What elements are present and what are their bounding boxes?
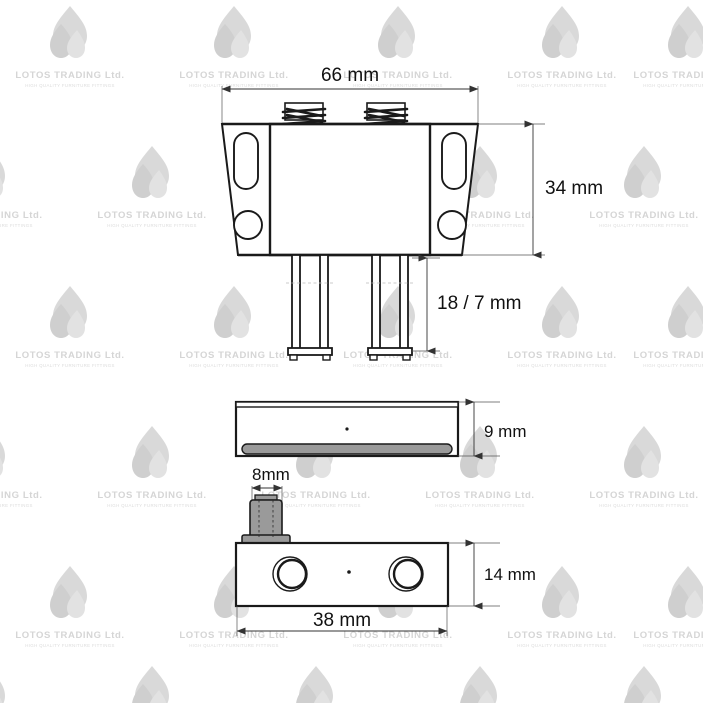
threaded-stud-right [363, 102, 409, 126]
plan-center-stud [241, 494, 291, 545]
dimension-label-34: 34 mm [545, 178, 603, 199]
dimension-label-9: 9 mm [484, 422, 527, 441]
side-top-cap-strip [235, 401, 459, 408]
dimension-label-14: 14 mm [484, 565, 536, 584]
dimension-label-18-7: 18 / 7 mm [437, 293, 521, 314]
left-flange-hole [233, 210, 263, 240]
side-view: 9 mm [234, 398, 527, 460]
dimension-label-66: 66 mm [321, 65, 379, 86]
side-center-dot [345, 427, 349, 431]
side-bottom-bar [241, 443, 453, 455]
dim-extension-lines-66 [221, 86, 479, 124]
plan-center-dot [347, 570, 351, 574]
plan-left-hole [272, 556, 308, 592]
dowel-pin-group-left [286, 254, 334, 361]
plan-right-hole [388, 556, 424, 592]
left-flange [220, 123, 271, 256]
threaded-stud-left [281, 102, 327, 126]
dimension-label-8: 8mm [252, 465, 290, 484]
dowel-pin-group-right [366, 254, 414, 361]
front-body-block [268, 122, 432, 257]
dimension-label-38: 38 mm [313, 610, 371, 631]
right-flange [429, 123, 480, 256]
right-flange-slot [441, 132, 467, 190]
front-view: 66 mm [220, 65, 603, 361]
right-flange-hole [437, 210, 467, 240]
left-flange-slot [233, 132, 259, 190]
dim-extension-lines-18-7 [412, 257, 440, 352]
plan-view: 8mm [234, 465, 536, 636]
